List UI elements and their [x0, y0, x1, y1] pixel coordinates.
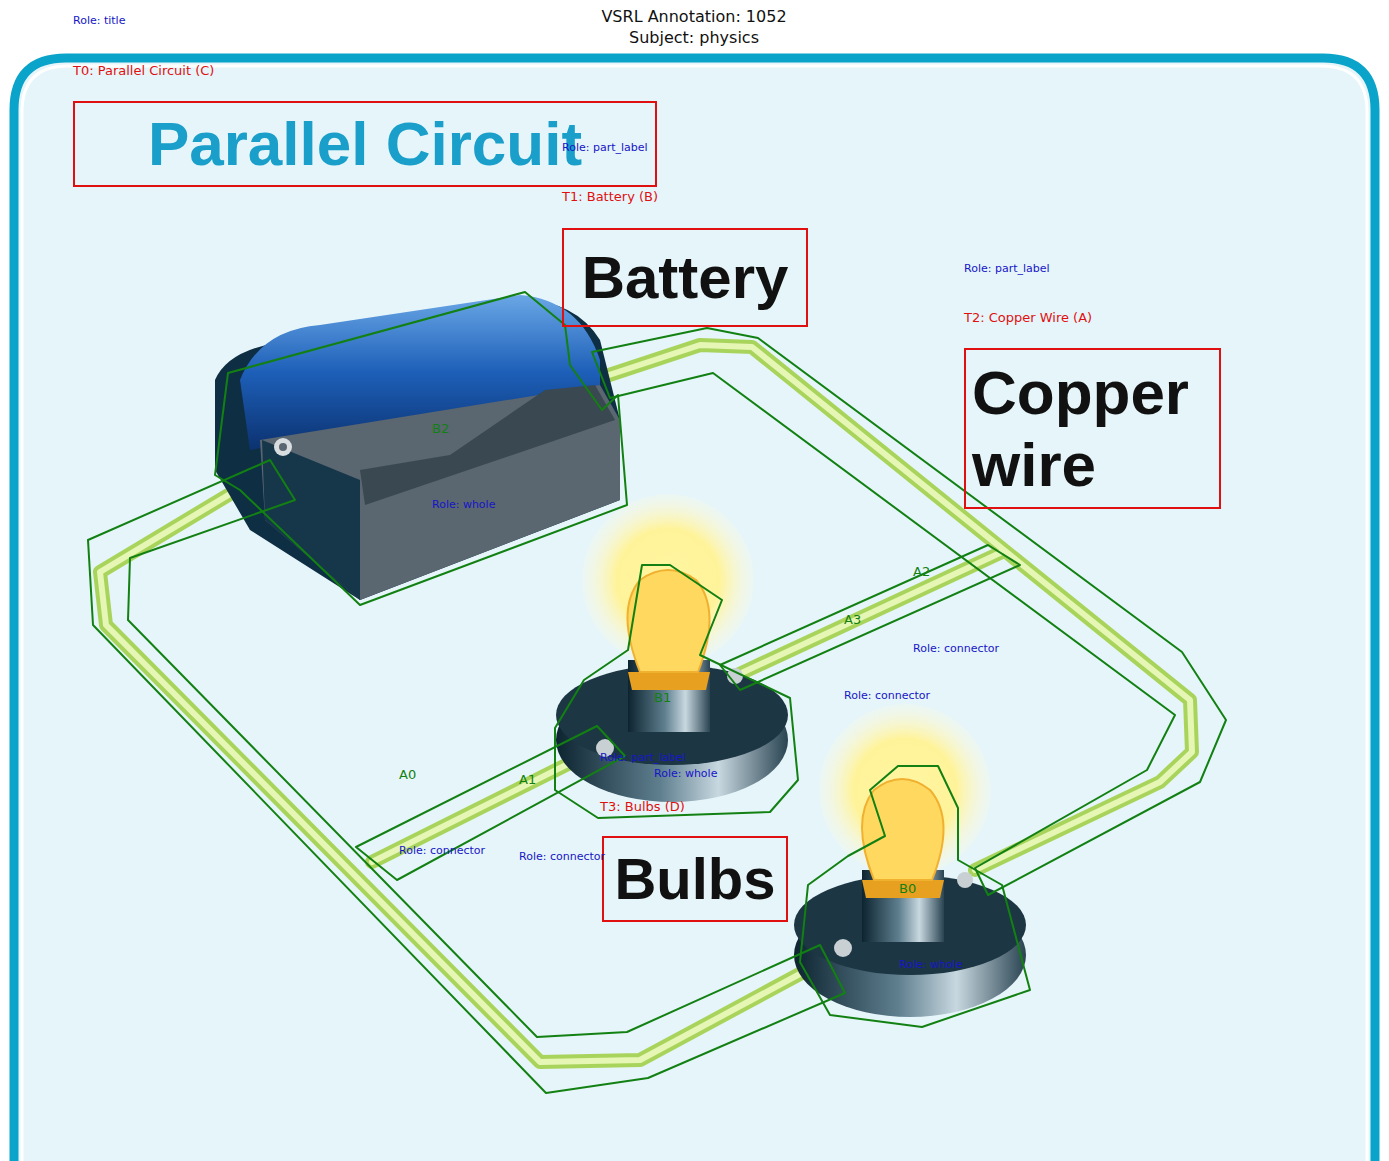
part-label-box: Copper wire [964, 348, 1221, 509]
part-label-box: Battery [562, 228, 808, 327]
node-text: Copper wire [972, 357, 1213, 500]
role-label: Role: part_label [600, 751, 686, 764]
target-label: T2: Copper Wire (A) [964, 310, 1092, 325]
target-label: T0: Parallel Circuit (C) [73, 63, 214, 78]
role-label: Role: whole [899, 958, 962, 971]
region-id: B1 [654, 690, 671, 705]
role-label: Role: connector [399, 844, 485, 857]
target-label: T1: Battery (B) [562, 189, 658, 204]
node-text: Bulbs [614, 846, 775, 913]
node-text: Battery [582, 243, 789, 312]
region-id: B0 [899, 881, 916, 896]
role-label: Role: connector [519, 850, 605, 863]
part-label-box: Bulbs [602, 836, 788, 922]
region-id: A3 [844, 612, 861, 627]
region-id: B2 [432, 421, 449, 436]
role-label: Role: connector [913, 642, 999, 655]
role-label: Role: whole [654, 767, 717, 780]
role-label: Role: connector [844, 689, 930, 702]
role-label: Role: part_label [562, 141, 648, 154]
role-label: Role: whole [432, 498, 495, 511]
region-id: A1 [519, 772, 536, 787]
role-label: Role: part_label [964, 262, 1050, 275]
region-id: A0 [399, 767, 416, 782]
role-label: Role: title [73, 14, 125, 27]
node-text: Parallel Circuit [148, 108, 582, 179]
diagram-title: VSRL Annotation: 1052 Subject: physics [579, 6, 809, 48]
region-id: A2 [913, 564, 930, 579]
target-label: T3: Bulbs (D) [600, 799, 685, 814]
